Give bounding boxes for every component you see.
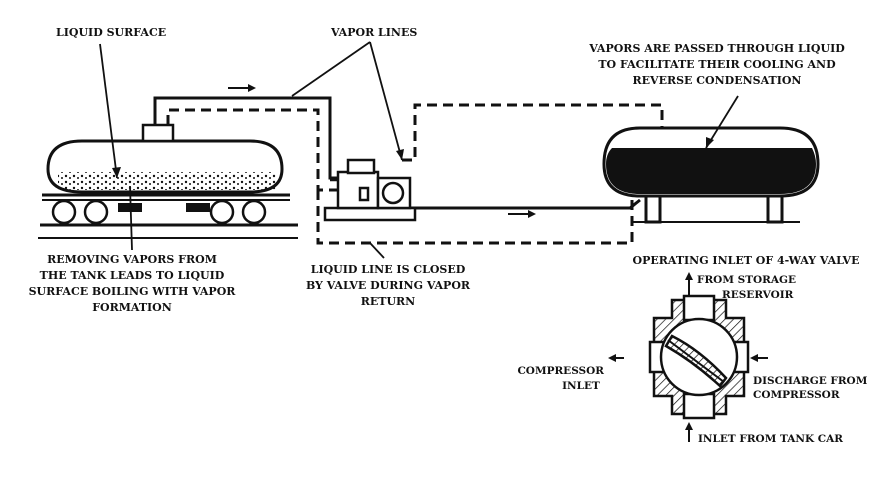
label-inlet-tank-car: INLET FROM TANK CAR xyxy=(698,433,843,445)
label-vapors-passed-2: TO FACILITATE THEIR COOLING AND xyxy=(598,58,836,71)
label-discharge-1: DISCHARGE FROM xyxy=(753,375,868,387)
label-removing-vapors-3: SURFACE BOILING WITH VAPOR xyxy=(29,285,237,298)
leader-lines xyxy=(99,41,739,259)
vapor-line-solid xyxy=(153,96,641,210)
valve-arrows xyxy=(608,272,768,442)
tank-dome xyxy=(141,123,175,143)
label-removing-vapors-1: REMOVING VAPORS FROM xyxy=(47,253,217,266)
label-removing-vapors-2: THE TANK LEADS TO LIQUID xyxy=(40,269,225,282)
label-vapors-passed-1: VAPORS ARE PASSED THROUGH LIQUID xyxy=(588,42,845,55)
label-liquid-line-3: RETURN xyxy=(361,295,416,308)
label-from-storage-2: RESERVOIR xyxy=(722,289,794,301)
label-valve-title: OPERATING INLET OF 4-WAY VALVE xyxy=(633,254,860,267)
label-liquid-surface: LIQUID SURFACE xyxy=(56,26,166,39)
label-removing-vapors-4: FORMATION xyxy=(92,301,172,314)
liquid-in-tank xyxy=(58,172,276,190)
tank-car xyxy=(38,123,298,239)
label-liquid-line-2: BY VALVE DURING VAPOR xyxy=(306,279,471,292)
label-discharge-2: COMPRESSOR xyxy=(753,389,840,401)
label-compressor-inlet-1: COMPRESSOR xyxy=(517,365,604,377)
label-vapors-passed-3: REVERSE CONDENSATION xyxy=(633,74,802,87)
label-from-storage-1: FROM STORAGE xyxy=(697,274,796,286)
four-way-valve xyxy=(648,294,750,420)
flow-arrows xyxy=(228,84,536,218)
label-compressor-inlet-2: INLET xyxy=(562,380,600,392)
label-vapor-lines: VAPOR LINES xyxy=(330,26,417,39)
storage-tank xyxy=(602,126,820,224)
label-liquid-line-1: LIQUID LINE IS CLOSED xyxy=(311,263,466,276)
compressor-unit xyxy=(323,158,417,222)
